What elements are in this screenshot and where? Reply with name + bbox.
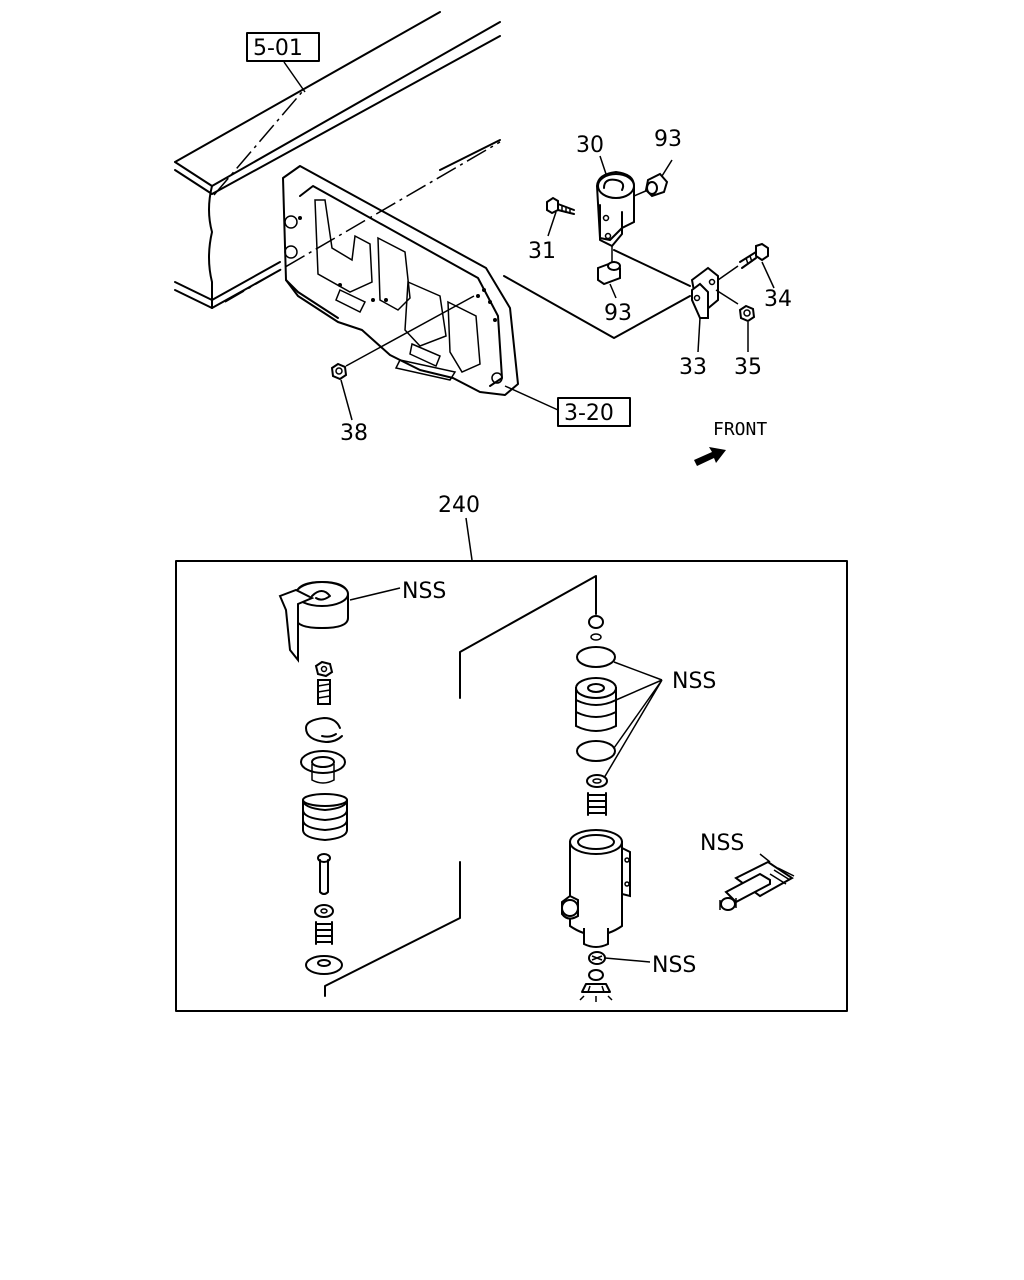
nss-cap-label: NSS: [402, 579, 446, 604]
grease-tube: [719, 853, 795, 911]
nss-valve-seat-label: NSS: [652, 953, 696, 978]
o-ring-top: [576, 646, 616, 668]
ref-5-01-leader: [283, 61, 306, 93]
bracket-33: [690, 266, 719, 353]
callout-35: 35: [734, 355, 762, 380]
small-seal: [586, 774, 608, 788]
nss-seal-kit-leaders: [603, 661, 663, 779]
snap-ring: [305, 717, 343, 743]
bolt-31: [546, 196, 575, 237]
nss-grease-tube-label: NSS: [700, 831, 744, 856]
callout-30-leader: [599, 155, 607, 175]
nut-38: [330, 295, 475, 421]
mounting-plate: [282, 165, 519, 396]
cap: [278, 580, 401, 663]
small-nut: [314, 904, 334, 918]
callout-30: 30: [576, 133, 604, 158]
adjust-screw: [317, 679, 331, 705]
callout-240-leader: [465, 517, 473, 561]
ref-3-20: 3-20: [564, 401, 614, 426]
callout-38: 38: [340, 421, 368, 446]
frame-rail: [174, 11, 501, 309]
plunger-pin: [317, 853, 331, 895]
spring-seat: [300, 750, 346, 784]
fitting-93-top: [644, 159, 673, 198]
ref-box-5-01: [246, 32, 320, 62]
main-spring: [302, 793, 348, 841]
lock-nut: [314, 660, 334, 678]
valve-body: [561, 829, 631, 948]
ref-5-01: 5-01: [253, 36, 303, 61]
kit-connector-bottom: [324, 861, 461, 997]
callout-240: 240: [438, 493, 480, 518]
return-spring: [587, 792, 607, 816]
bolt-34: [717, 242, 775, 289]
callout-33: 33: [679, 355, 707, 380]
nss-seal-kit-label: NSS: [672, 669, 716, 694]
ref-box-3-20: [557, 397, 631, 427]
front-arrow-icon: [694, 447, 726, 466]
valve-ball: [588, 615, 604, 641]
front-label: FRONT: [713, 419, 767, 440]
valve-seat: [588, 951, 651, 965]
route-line: [503, 275, 691, 339]
small-spring: [315, 921, 333, 945]
ref-3-20-leader: [504, 385, 559, 411]
callout-93-top: 93: [654, 127, 682, 152]
o-ring-bottom: [576, 740, 616, 762]
callout-31: 31: [528, 239, 556, 264]
kit-connector-top: [459, 575, 597, 699]
filter-screen: [579, 969, 613, 1002]
route-line-upper: [613, 249, 691, 287]
washer: [305, 955, 343, 975]
kit-240-frame: [175, 560, 848, 1012]
fitting-93-bottom: [597, 246, 621, 299]
callout-34: 34: [764, 287, 792, 312]
nut-35: [715, 289, 756, 352]
piston: [575, 677, 617, 732]
valve-30: [595, 170, 649, 247]
callout-93-bottom: 93: [604, 301, 632, 326]
